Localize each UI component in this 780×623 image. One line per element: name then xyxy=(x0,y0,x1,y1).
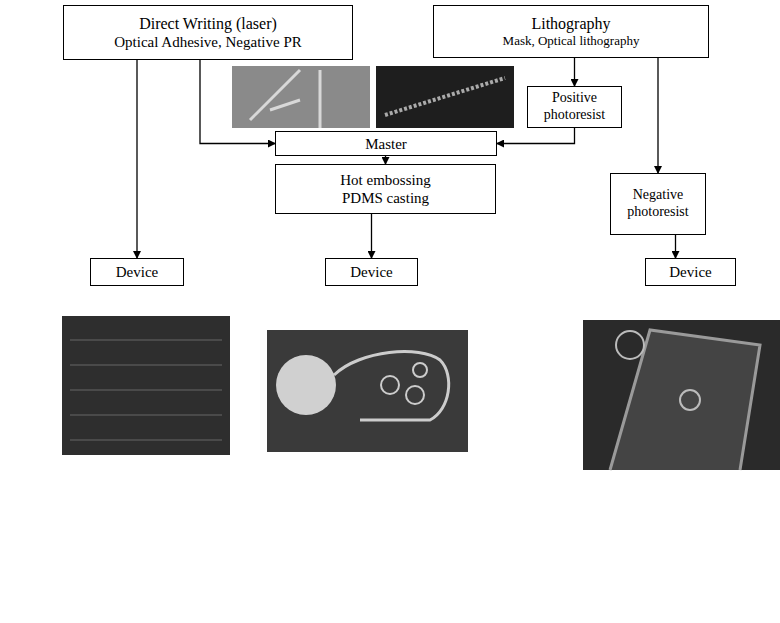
photo-detail xyxy=(385,78,505,115)
process-box: LithographyMask, Optical lithography xyxy=(433,5,709,58)
process-box: Device xyxy=(325,258,418,286)
photo-detail xyxy=(250,70,320,128)
flow-arrow xyxy=(574,58,575,86)
photo xyxy=(232,66,370,128)
process-box: Direct Writing (laser)Optical Adhesive, … xyxy=(63,5,353,60)
flow-arrow xyxy=(497,128,575,144)
flow-arrow xyxy=(675,235,676,258)
box-title: Lithography xyxy=(531,14,610,33)
process-box: Hot embossingPDMS casting xyxy=(275,164,496,214)
photo xyxy=(583,320,780,470)
box-title: Hot embossing xyxy=(340,171,430,189)
process-box: Master xyxy=(275,131,497,156)
process-box: Positive photoresist xyxy=(527,86,622,128)
flow-arrow xyxy=(200,60,275,144)
box-title: Device xyxy=(350,263,392,281)
box-subtitle: PDMS casting xyxy=(342,189,429,207)
photo-detail xyxy=(381,376,399,394)
box-title: Device xyxy=(116,263,158,281)
flow-arrow xyxy=(657,58,658,173)
photo xyxy=(62,316,230,455)
box-title: Device xyxy=(669,263,711,281)
photo-detail xyxy=(610,330,760,470)
flow-arrow xyxy=(371,214,372,258)
flow-arrow xyxy=(136,60,137,258)
photo-detail xyxy=(406,386,424,404)
process-box: Device xyxy=(645,258,736,286)
box-title: Direct Writing (laser) xyxy=(139,14,277,33)
box-title: Positive photoresist xyxy=(533,90,616,124)
process-box: Negative photoresist xyxy=(610,173,706,235)
photo-detail xyxy=(413,363,427,377)
box-title: Master xyxy=(365,135,407,153)
photo-detail xyxy=(680,390,700,410)
photo-detail xyxy=(276,355,336,415)
box-subtitle: Optical Adhesive, Negative PR xyxy=(114,33,301,51)
photo-detail xyxy=(616,331,644,359)
photo xyxy=(376,66,514,128)
photo-detail xyxy=(334,352,449,420)
box-title: Negative photoresist xyxy=(616,187,700,221)
process-box: Device xyxy=(90,258,184,286)
photo xyxy=(267,330,468,452)
photo-detail xyxy=(70,340,222,440)
flow-arrow xyxy=(385,156,386,164)
box-subtitle: Mask, Optical lithography xyxy=(503,33,640,49)
